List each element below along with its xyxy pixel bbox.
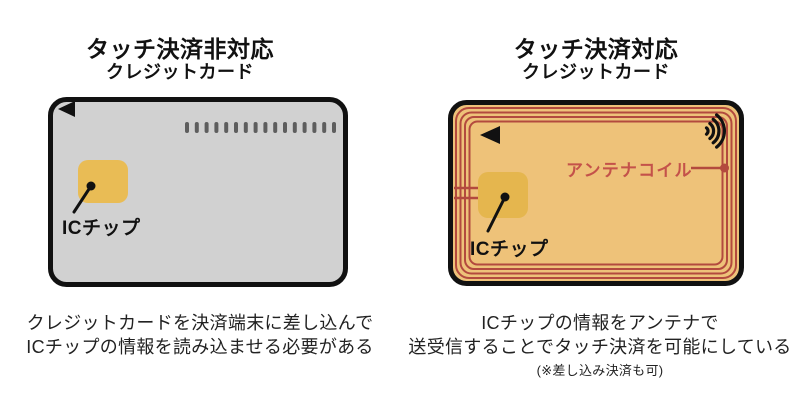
- left-caption: クレジットカードを決済端末に差し込んで ICチップの情報を読み込ませる必要がある: [0, 312, 400, 359]
- left-card-illustration: [48, 97, 348, 287]
- right-caption: ICチップの情報をアンテナで 送受信することでタッチ決済を可能にしている (※差…: [400, 312, 800, 381]
- right-caption-note: (※差し込み決済も可): [536, 363, 664, 378]
- right-title-line2: クレジットカード: [522, 62, 670, 82]
- coil-to-chip-wires: [454, 186, 480, 200]
- left-caption-line2: ICチップの情報を読み込ませる必要がある: [26, 336, 374, 357]
- right-caption-line1: ICチップの情報をアンテナで: [481, 313, 719, 333]
- right-card-illustration: [448, 100, 744, 286]
- right-card-body: [448, 100, 744, 286]
- chip-pointer-line: [72, 184, 93, 214]
- antenna-coil: [455, 107, 737, 279]
- ic-chip: [78, 160, 128, 203]
- right-caption-line2: 送受信することでタッチ決済を可能にしている: [408, 336, 792, 357]
- chip-pointer-line: [486, 195, 507, 233]
- right-section-title: タッチ決済対応 クレジットカード: [396, 36, 796, 83]
- right-ic-chip-label: ICチップ: [470, 239, 549, 260]
- chip-pointer-dot: [86, 181, 96, 191]
- left-caption-line1: クレジットカードを決済端末に差し込んで: [26, 313, 374, 333]
- left-section-title: タッチ決済非対応 クレジットカード: [0, 36, 360, 83]
- chip-pointer-dot: [500, 192, 510, 202]
- left-card-body: [48, 97, 348, 287]
- left-title-line1: タッチ決済非対応: [86, 36, 274, 62]
- triangle-icon: [480, 126, 500, 144]
- left-ic-chip-label: ICチップ: [62, 218, 141, 239]
- right-title-line1: タッチ決済対応: [513, 36, 679, 62]
- card-number-dashes-icon: [185, 122, 336, 133]
- left-title-line2: クレジットカード: [106, 62, 254, 82]
- triangle-icon: [58, 101, 75, 117]
- antenna-pointer-line: [691, 163, 729, 173]
- contactless-icon: [704, 113, 727, 149]
- antenna-coil-label: アンテナコイル: [566, 161, 693, 180]
